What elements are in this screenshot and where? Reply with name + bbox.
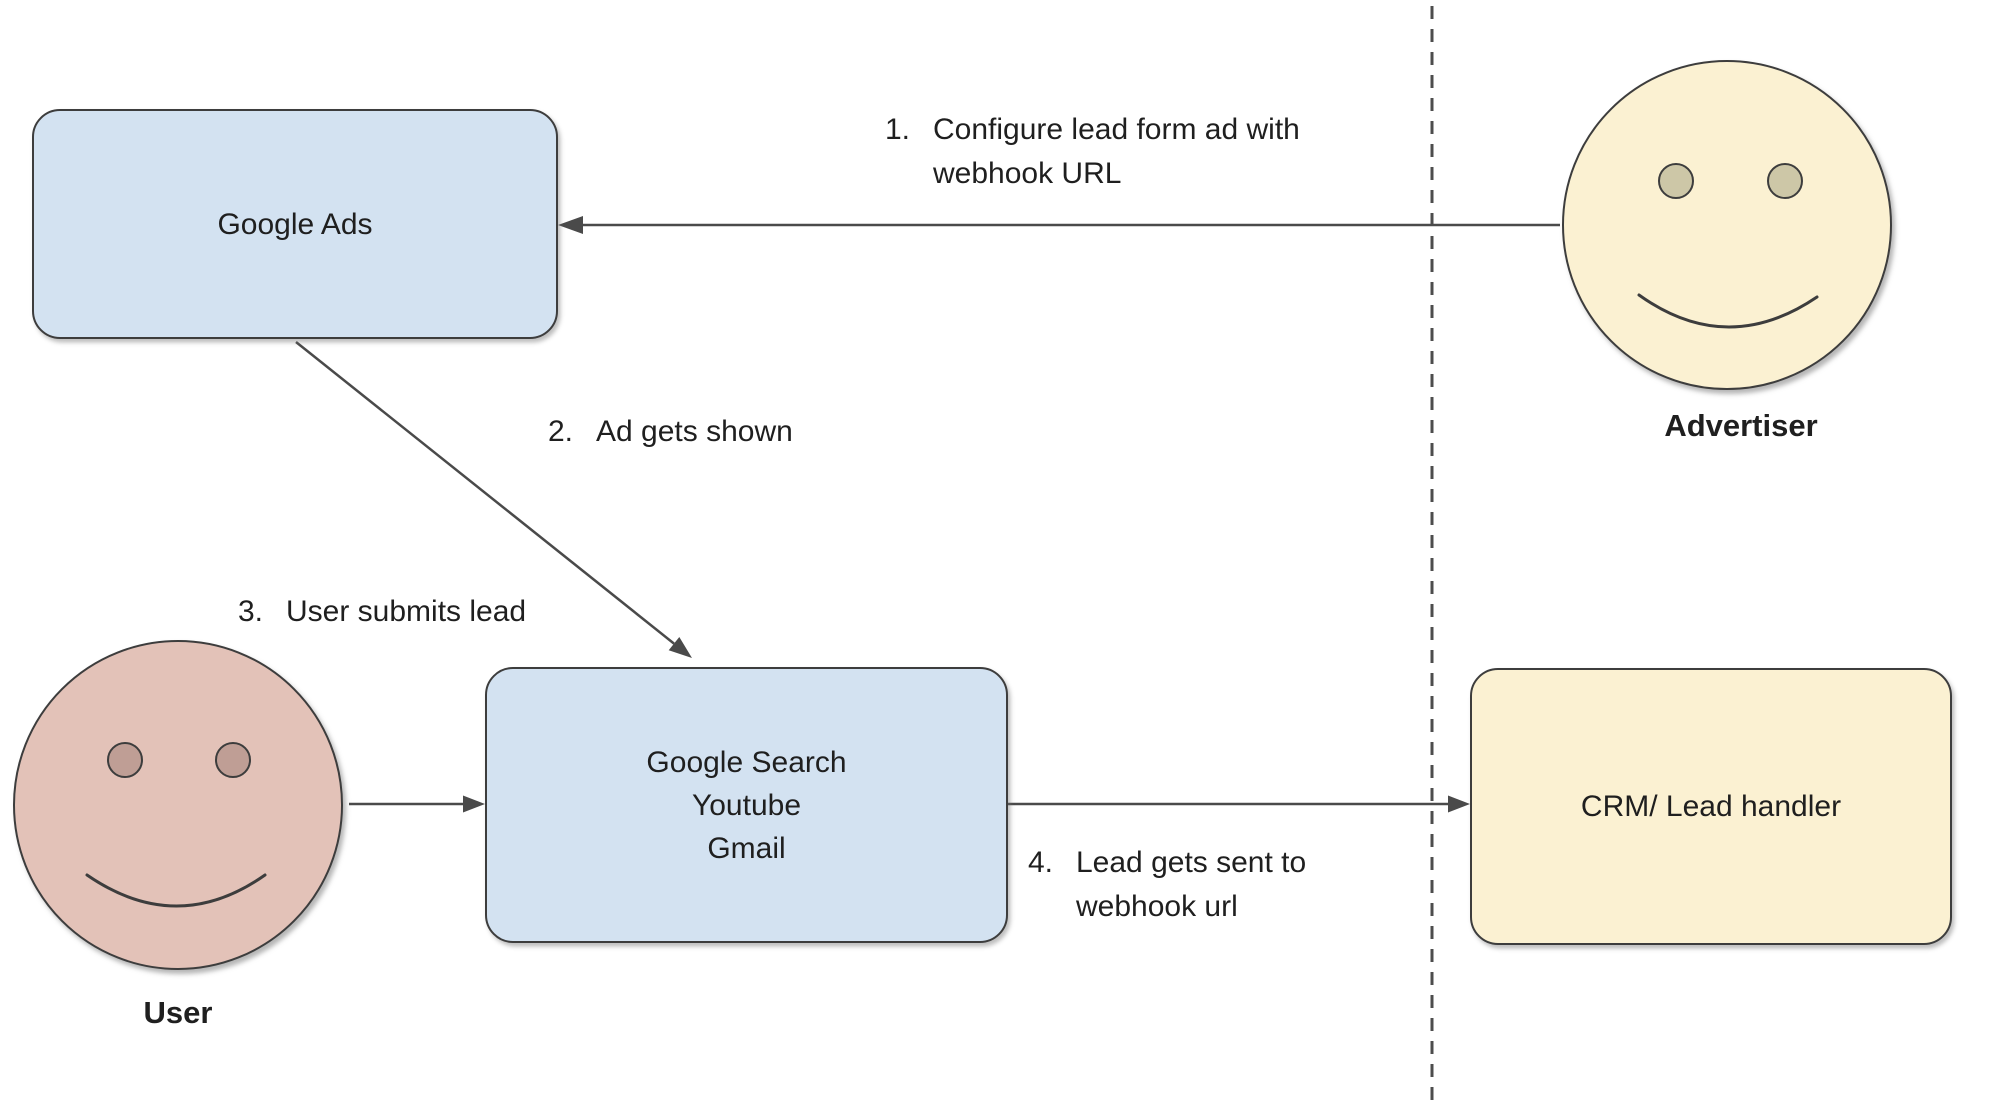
step-4-number: 4. [1028,846,1054,879]
advertiser-right-eye [1767,163,1803,199]
step-1-line-2: webhook URL [933,157,1122,190]
step-2-annotation: 2. Ad gets shown [548,410,793,454]
step-3-line-1: User submits lead [286,595,527,628]
advertiser-face-icon [1562,60,1892,390]
step-3-annotation: 3. User submits lead [238,590,526,634]
arrow-user-to-platforms [349,795,485,813]
advertiser-mouth [1637,293,1819,329]
step-1-number: 1. [885,113,911,146]
platforms-node: Google Search Youtube Gmail [485,667,1008,943]
step-1-line-1: Configure lead form ad with [933,113,1300,146]
arrow-platforms-to-crm [1006,795,1470,813]
user-left-eye [107,742,143,778]
arrow-google-ads-to-platforms [295,341,692,658]
step-4-line-2: webhook url [1076,890,1238,923]
step-2-number: 2. [548,415,574,448]
platforms-label-line-2: Youtube [691,788,801,822]
user-right-eye [215,742,251,778]
google-ads-label: Google Ads [217,207,373,241]
step-4-annotation: 4. Lead gets sent to webhook url [1028,841,1306,929]
google-ads-node: Google Ads [32,109,558,339]
step-3-number: 3. [238,595,264,628]
step-4-line-1: Lead gets sent to [1076,846,1307,879]
crm-lead-handler-node: CRM/ Lead handler [1470,668,1952,945]
step-1-annotation: 1. Configure lead form ad with webhook U… [885,108,1300,196]
advertiser-left-eye [1658,163,1694,199]
arrow-advertiser-to-google-ads [558,216,1560,234]
platforms-label-line-1: Google Search [646,745,847,779]
user-mouth [85,873,267,908]
user-face-icon [13,640,343,970]
step-2-line-1: Ad gets shown [596,415,793,448]
platforms-label-line-3: Gmail [707,831,786,865]
advertiser-name-label: Advertiser [1664,408,1818,443]
user-name-label: User [143,995,213,1030]
crm-label: CRM/ Lead handler [1580,790,1842,823]
